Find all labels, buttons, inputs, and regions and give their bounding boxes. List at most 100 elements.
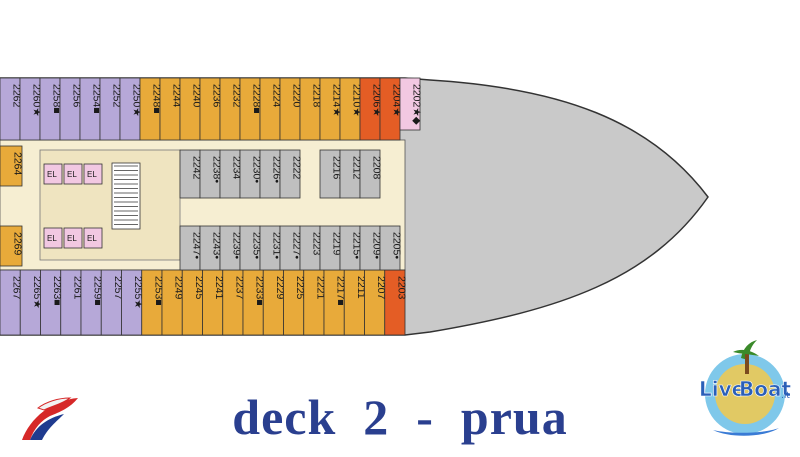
- cabin-2254[interactable]: 2254■: [79, 77, 103, 141]
- cabin-label: 2235•: [251, 232, 263, 259]
- elevator: EL: [83, 163, 103, 185]
- cabin-2225[interactable]: 2225: [283, 269, 307, 336]
- cabin-2261[interactable]: 2261: [60, 269, 84, 336]
- cabin-label: 2207: [375, 276, 387, 300]
- cabin-label: 2221: [314, 276, 326, 300]
- cabin-2248[interactable]: 2248■: [139, 77, 163, 141]
- cabin-2233[interactable]: 2233■: [242, 269, 266, 336]
- cabin-2234[interactable]: 2234: [219, 149, 243, 199]
- cabin-2214[interactable]: 2214★: [319, 77, 343, 141]
- cabin-label: 2214★: [331, 84, 343, 117]
- cabin-2256[interactable]: 2256: [59, 77, 83, 141]
- cabin-2258[interactable]: 2258■: [39, 77, 63, 141]
- cabin-label: 2220: [291, 84, 303, 108]
- cabin-2267[interactable]: 2267: [0, 269, 23, 336]
- cabin-label: 2218: [311, 84, 323, 108]
- cabin-2260[interactable]: 2260★: [19, 77, 43, 141]
- cabin-label: 2250★: [131, 84, 143, 117]
- cabin-2204[interactable]: 2204★: [379, 77, 403, 141]
- cabin-label: 2231•: [271, 232, 283, 259]
- cabin-2264[interactable]: 2264: [0, 145, 24, 187]
- cabin-2216[interactable]: 2216: [319, 149, 343, 199]
- cabin-label: 2264: [12, 152, 24, 176]
- elevator: EL: [43, 163, 63, 185]
- cabin-2247[interactable]: 2247•: [179, 225, 203, 271]
- cabin-label: 2269: [12, 232, 24, 256]
- cabin-2207[interactable]: 2207: [364, 269, 388, 336]
- cabin-2243[interactable]: 2243•: [199, 225, 223, 271]
- cabin-2228[interactable]: 2228■: [239, 77, 263, 141]
- elevator-label: EL: [67, 170, 77, 179]
- cabin-2203[interactable]: 2203: [384, 269, 408, 336]
- cabin-2249[interactable]: 2249: [161, 269, 185, 336]
- cabin-2242[interactable]: 2242: [179, 149, 203, 199]
- cabin-label: 2203: [395, 276, 407, 300]
- cabin-2231[interactable]: 2231•: [259, 225, 283, 271]
- cabin-2238[interactable]: 2238•: [199, 149, 223, 199]
- cabin-2245[interactable]: 2245: [181, 269, 205, 336]
- cabin-2219[interactable]: 2219: [319, 225, 343, 271]
- cabin-label: 2225: [294, 276, 306, 300]
- cabin-2239[interactable]: 2239•: [219, 225, 243, 271]
- cabin-2217[interactable]: 2217■: [323, 269, 347, 336]
- cabin-2218[interactable]: 2218: [299, 77, 323, 141]
- page-title: deck 2 - prua: [232, 389, 568, 445]
- cabin-2229[interactable]: 2229: [262, 269, 286, 336]
- cabin-label: 2236: [211, 84, 223, 108]
- cabin-2250[interactable]: 2250★: [119, 77, 143, 141]
- cabin-2257[interactable]: 2257: [100, 269, 124, 336]
- cabin-label: 2232: [231, 84, 243, 108]
- cabin-2205[interactable]: 2205•: [379, 225, 403, 271]
- cabin-2241[interactable]: 2241: [202, 269, 226, 336]
- cabin-label: 2261: [71, 276, 83, 300]
- cabin-2209[interactable]: 2209•: [359, 225, 383, 271]
- cabin-2202[interactable]: 2202★◆: [399, 77, 423, 131]
- cabin-2255[interactable]: 2255★: [121, 269, 145, 336]
- cabin-2269[interactable]: 2269: [0, 225, 24, 267]
- elevator-label: EL: [47, 170, 57, 179]
- cabin-2226[interactable]: 2226•: [259, 149, 283, 199]
- cabin-2237[interactable]: 2237: [222, 269, 246, 336]
- cabin-2224[interactable]: 2224: [259, 77, 283, 141]
- cabin-2236[interactable]: 2236: [199, 77, 223, 141]
- cabin-2210[interactable]: 2210★: [339, 77, 363, 141]
- cabin-2259[interactable]: 2259■: [80, 269, 104, 336]
- cabin-2227[interactable]: 2227•: [279, 225, 303, 271]
- cabin-2252[interactable]: 2252: [99, 77, 123, 141]
- cabin-2263[interactable]: 2263■: [40, 269, 64, 336]
- cabin-2240[interactable]: 2240: [179, 77, 203, 141]
- liveboat-logo: Live Boat .it: [693, 338, 793, 444]
- stairs: [114, 165, 138, 225]
- cabin-2244[interactable]: 2244: [159, 77, 183, 141]
- cabin-label: 2216: [331, 156, 343, 180]
- cabin-2223[interactable]: 2223: [299, 225, 323, 271]
- cabin-2206[interactable]: 2206★: [359, 77, 383, 141]
- cabin-label: 2208: [371, 156, 383, 180]
- cabin-label: 2256: [71, 84, 83, 108]
- cabin-2265[interactable]: 2265★: [19, 269, 43, 336]
- cabin-label: 2249: [173, 276, 185, 300]
- cabin-label: 2230•: [251, 156, 263, 183]
- cabin-label: 2242: [191, 156, 203, 180]
- cabin-2253[interactable]: 2253■: [141, 269, 165, 336]
- cabin-label: 2215•: [351, 232, 363, 259]
- cabin-label: 2244: [171, 84, 183, 108]
- elevator-label: EL: [87, 234, 97, 243]
- cabin-2235[interactable]: 2235•: [239, 225, 263, 271]
- lobby-block: [39, 149, 181, 261]
- cabin-label: 2228■: [251, 84, 263, 114]
- cabin-2262[interactable]: 2262: [0, 77, 23, 141]
- cabin-label: 2263■: [51, 276, 63, 306]
- cabin-2232[interactable]: 2232: [219, 77, 243, 141]
- elevator-label: EL: [87, 170, 97, 179]
- elevator: EL: [83, 227, 103, 249]
- cabin-2215[interactable]: 2215•: [339, 225, 363, 271]
- cabin-2212[interactable]: 2212: [339, 149, 363, 199]
- cabin-2221[interactable]: 2221: [303, 269, 327, 336]
- cabin-2220[interactable]: 2220: [279, 77, 303, 141]
- cabin-2208[interactable]: 2208: [359, 149, 383, 199]
- cabin-2230[interactable]: 2230•: [239, 149, 263, 199]
- liveboat-text-boat: Boat: [739, 377, 791, 401]
- cabin-2211[interactable]: 2211: [343, 269, 367, 336]
- cabin-2222[interactable]: 2222: [279, 149, 303, 199]
